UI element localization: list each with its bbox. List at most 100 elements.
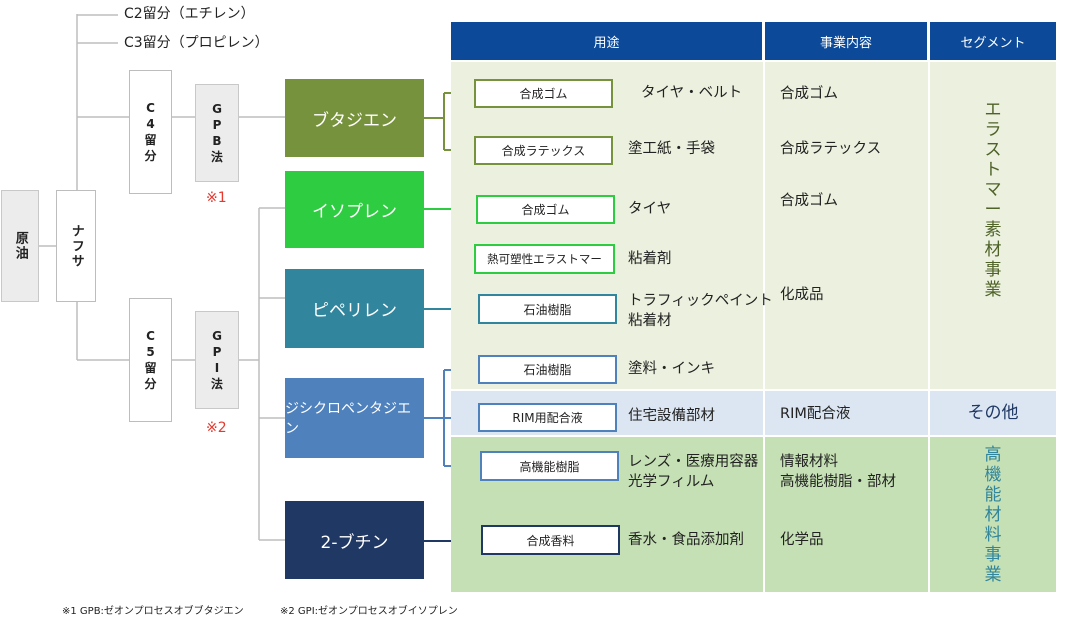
c5-fraction-box: C 5 留 分: [129, 298, 172, 422]
application-text: トラフィックペイント 粘着材: [628, 292, 773, 331]
column-divider: [928, 62, 930, 592]
note1-mark: ※1: [206, 190, 227, 206]
business-text: 情報材料 高機能樹脂・部材: [780, 453, 896, 492]
segment-char: 業: [984, 280, 1002, 301]
crude-oil-box: 原油: [1, 190, 39, 302]
segment-char: 料: [984, 525, 1002, 546]
use-label: 石油樹脂: [523, 302, 572, 317]
header-use: 用途: [451, 22, 762, 60]
use-box: 合成香料: [481, 525, 620, 555]
gpb-process-box: G P B 法: [195, 84, 239, 182]
product-piperylene: ピペリレン: [285, 269, 424, 348]
segment-char: 能: [984, 484, 1002, 505]
use-box: 合成ゴム: [474, 79, 613, 108]
c2-fraction-label: C2留分（エチレン）: [124, 6, 255, 22]
gpb-char: G: [212, 101, 222, 116]
product-dicyclopentadiene: ジシクロペンタジエン: [285, 378, 424, 458]
business-line: 高機能樹脂・部材: [780, 473, 896, 490]
segment-char: 材: [984, 504, 1002, 525]
segment-other: その他: [930, 391, 1056, 435]
segment-char: 素: [984, 220, 1002, 241]
segment-char: ス: [984, 139, 1002, 160]
application-text: 住宅設備部材: [628, 408, 715, 424]
business-line: 情報材料: [780, 454, 838, 470]
use-label: 熱可塑性エラストマー: [487, 252, 602, 266]
business-text: 合成ゴム: [780, 86, 838, 102]
use-box: 合成ゴム: [476, 195, 615, 224]
c4-char: 留: [144, 133, 157, 147]
segment-char: ト: [984, 159, 1002, 180]
business-text: 化学品: [780, 532, 824, 548]
application-text: レンズ・医療用容器 光学フィルム: [628, 453, 758, 492]
application-text: 粘着剤: [628, 251, 672, 267]
header-business: 事業内容: [765, 22, 927, 60]
product-butadiene-label: ブタジエン: [312, 110, 397, 131]
use-label: 合成ラテックス: [501, 144, 586, 158]
segment-char: ー: [984, 200, 1002, 220]
elastomer-band: [451, 62, 1056, 390]
application-text: 塗工紙・手袋: [628, 141, 715, 157]
segment-char: 事: [984, 260, 1002, 281]
row-divider: [451, 435, 1056, 437]
segment-elastomer: エ ラ ス ト マ ー 素 材 事 業: [930, 100, 1056, 300]
product-butadiene: ブタジエン: [285, 79, 424, 157]
naphtha-label: ナフサ: [68, 223, 84, 269]
row-divider: [451, 389, 1056, 391]
c4-char: 分: [144, 149, 157, 164]
gpi-char: 法: [210, 377, 223, 392]
segment-char: ラ: [984, 119, 1002, 140]
segment-char: 高: [984, 444, 1002, 465]
header-segment: セグメント: [930, 22, 1056, 60]
use-box: RIM用配合液: [478, 403, 617, 432]
product-butene: 2-ブチン: [285, 501, 424, 579]
naphtha-box: ナフサ: [56, 190, 96, 302]
application-line: レンズ・医療用容器: [628, 454, 759, 470]
application-text: タイヤ: [628, 201, 672, 217]
application-line: トラフィックペイント: [628, 293, 773, 309]
gpi-process-box: G P I 法: [195, 311, 239, 409]
product-isoprene-label: イソプレン: [312, 202, 397, 222]
use-label: 高機能樹脂: [519, 459, 580, 474]
c5-char: 留: [144, 361, 157, 375]
use-label: 合成ゴム: [521, 203, 570, 217]
business-text: 化成品: [780, 287, 824, 303]
business-text: 合成ゴム: [780, 193, 838, 209]
application-line: 粘着材: [628, 312, 672, 329]
use-box: 石油樹脂: [478, 355, 617, 384]
use-box: 合成ラテックス: [474, 136, 613, 165]
column-divider: [763, 62, 765, 592]
c3-fraction-label: C3留分（プロピレン）: [124, 35, 269, 51]
product-isoprene: イソプレン: [285, 171, 424, 248]
c5-char: 5: [146, 344, 155, 359]
use-box: 石油樹脂: [478, 294, 617, 324]
crude-oil-label: 原油: [12, 231, 28, 261]
use-label: 合成香料: [526, 533, 575, 548]
segment-char: 機: [984, 464, 1002, 485]
header-use-label: 用途: [593, 35, 620, 51]
use-label: RIM用配合液: [512, 411, 583, 425]
use-label: 石油樹脂: [523, 363, 572, 377]
business-text: 合成ラテックス: [780, 141, 882, 157]
segment-char: マ: [984, 179, 1002, 200]
use-label: 合成ゴム: [519, 87, 568, 101]
note2-mark: ※2: [206, 420, 227, 436]
c4-char: C: [146, 100, 155, 115]
application-text: タイヤ・ベルト: [641, 85, 743, 101]
footnote-1: ※1 GPB:ゼオンプロセスオブブタジエン: [62, 606, 244, 617]
application-text: 塗料・インキ: [628, 361, 715, 377]
header-business-label: 事業内容: [819, 35, 872, 51]
gpb-char: B: [212, 134, 222, 148]
use-box: 熱可塑性エラストマー: [474, 244, 615, 274]
product-piperylene-label: ピペリレン: [312, 301, 397, 321]
segment-other-label: その他: [967, 402, 1019, 423]
use-box: 高機能樹脂: [480, 451, 619, 481]
gpi-char: I: [214, 361, 220, 375]
application-line: 光学フィルム: [628, 473, 715, 490]
footnote-2: ※2 GPI:ゼオンプロセスオブイソプレン: [280, 606, 458, 617]
gpi-char: P: [212, 344, 222, 359]
c5-char: C: [146, 328, 155, 343]
application-text: 香水・食品添加剤: [628, 532, 744, 548]
c4-fraction-box: C 4 留 分: [129, 70, 172, 194]
product-dicyclopentadiene-label: ジシクロペンタジエン: [285, 401, 411, 437]
segment-char: 業: [984, 565, 1002, 586]
